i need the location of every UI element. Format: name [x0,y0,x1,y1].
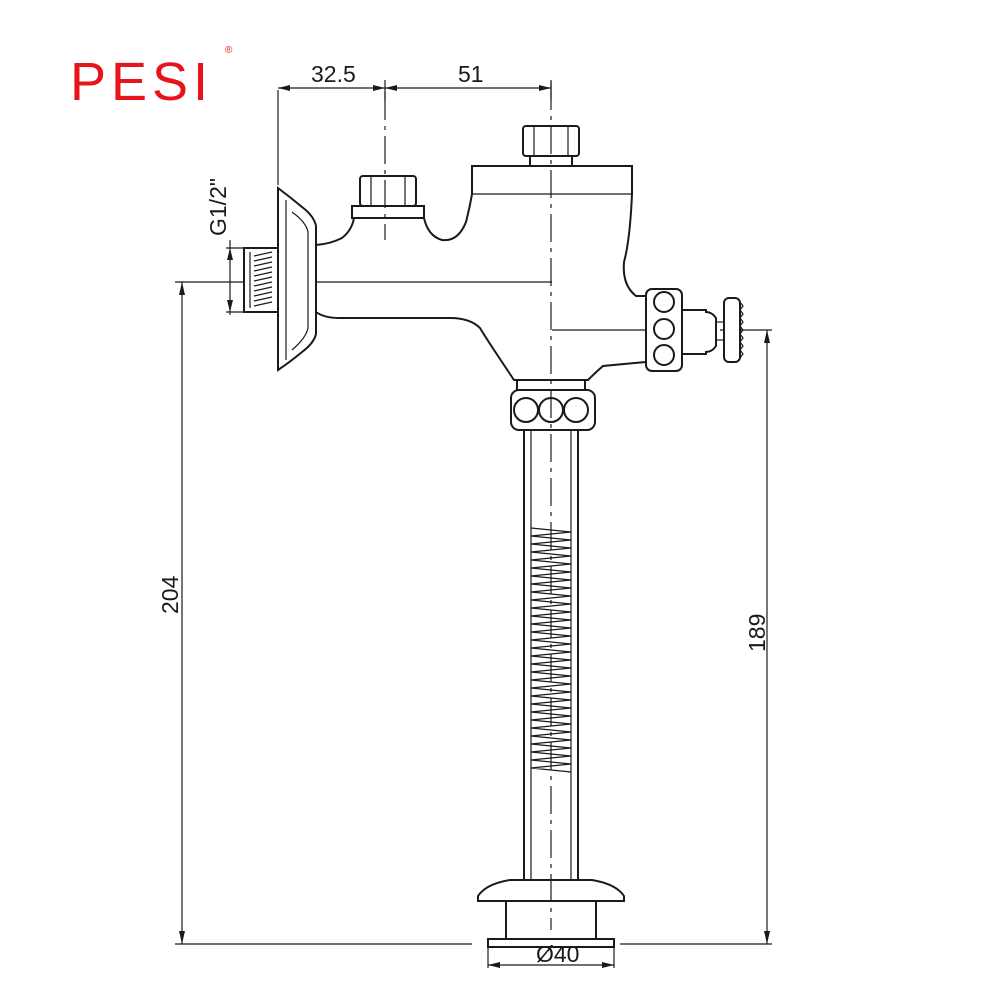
stop-valve-nut [351,175,425,219]
height-189-dimension: 189 [620,329,772,945]
connecting-nut [510,379,596,431]
spring-coil [530,527,572,773]
height-204-dimension: 204 [157,281,552,945]
height-204-label: 204 [157,575,183,614]
registered-mark: ® [225,45,233,56]
top-dimension: 32.5 51 [277,61,552,185]
dim-32-5-label: 32.5 [311,61,356,87]
wall-flange [277,185,317,372]
centerlines [384,82,552,930]
dim-51-label: 51 [458,61,484,87]
inlet-thread [243,247,279,313]
brand-logo: PESI [70,52,213,112]
thread-label: G1/2" [205,178,231,236]
height-189-label: 189 [744,614,770,652]
side-handle [645,288,744,372]
outlet-diameter-label: Ø40 [536,941,579,967]
